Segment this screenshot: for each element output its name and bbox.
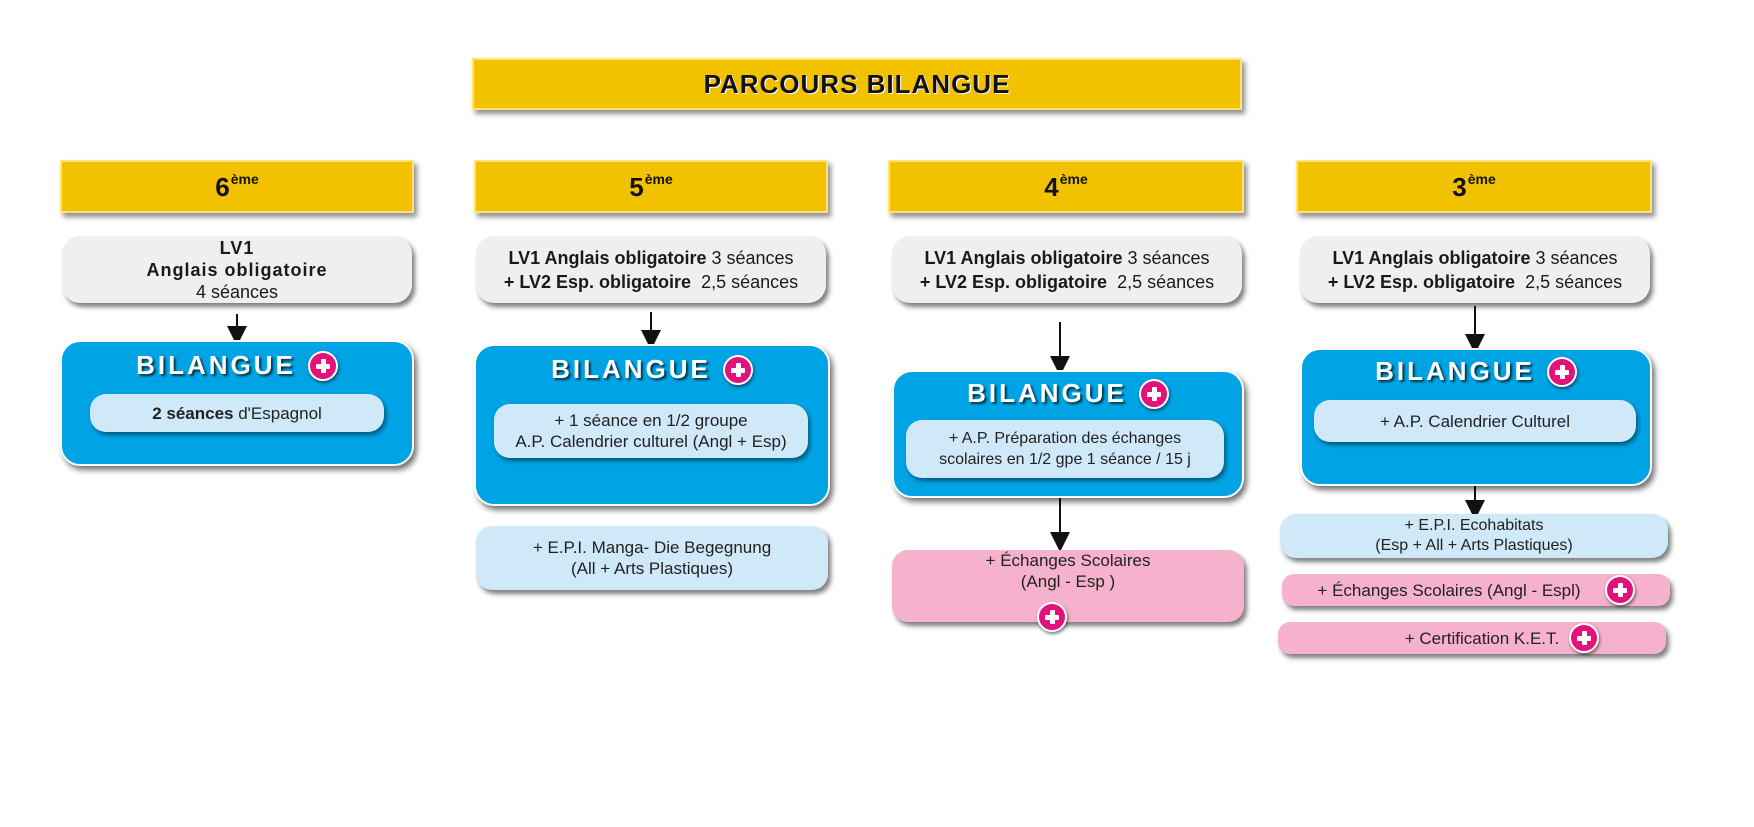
bilangue-box-3: BILANGUE + A.P. Calendrier Culturel [1300, 348, 1652, 486]
certification-line-1: + Certification K.E.T. [1404, 628, 1560, 648]
plus-icon [1604, 575, 1635, 605]
certification-box-3: + Certification K.E.T. [1278, 622, 1666, 654]
lv-box-5: LV1 Anglais obligatoire 3 séances + LV2 … [476, 236, 826, 303]
page-title-banner: PARCOURS BILANGUE [472, 58, 1242, 110]
detail-line-1: + A.P. Calendrier Culturel [1379, 411, 1571, 431]
grade-suffix: ème [230, 170, 259, 187]
grade-header-3: 3ème [1296, 160, 1652, 213]
bilangue-box-6: BILANGUE 2 séances d'Espagnol [60, 340, 414, 466]
detail-line-1: + 1 séance en 1/2 groupe [554, 411, 748, 430]
lv1-sessions: 3 séances [706, 247, 794, 268]
bilangue-box-5: BILANGUE + 1 séance en 1/2 groupe A.P. C… [474, 344, 830, 506]
bilangue-label: BILANGUE [551, 354, 711, 384]
lv-box-4: LV1 Anglais obligatoire 3 séances + LV2 … [892, 236, 1242, 303]
lv2-label: + LV2 Esp. obligatoire [503, 271, 692, 292]
lv-language: Anglais obligatoire [146, 259, 328, 280]
lv1-sessions: 3 séances [1530, 247, 1618, 268]
grade-header-4: 4ème [888, 160, 1244, 213]
lv-label: LV1 [219, 237, 255, 258]
epi-line-2: (Esp + All + Arts Plastiques) [1375, 537, 1573, 554]
echanges-line-2: (Angl - Esp ) [1020, 572, 1116, 591]
plus-icon [1569, 623, 1600, 653]
grade-number: 3 [1452, 171, 1467, 202]
epi-line-2: (All + Arts Plastiques) [570, 559, 734, 578]
detail-line-2: A.P. Calendrier culturel (Angl + Esp) [515, 432, 787, 451]
bilangue-detail-6: 2 séances d'Espagnol [90, 394, 384, 432]
epi-line-1: + E.P.I. Manga- Die Begegnung [532, 538, 772, 557]
grade-number: 4 [1044, 171, 1059, 202]
echanges-box-3: + Échanges Scolaires (Angl - Espl) [1282, 574, 1670, 606]
grade-header-5: 5ème [474, 160, 828, 213]
detail-line-2: scolaires en 1/2 gpe 1 séance / 15 j [939, 451, 1191, 468]
lv1-label: LV1 Anglais obligatoire [924, 247, 1123, 268]
bilangue-detail-4: + A.P. Préparation des échanges scolaire… [906, 420, 1224, 478]
echanges-box-4: + Échanges Scolaires (Angl - Esp ) [892, 550, 1244, 632]
grade-number: 5 [629, 171, 644, 202]
page-title: PARCOURS BILANGUE [703, 68, 1011, 99]
detail-text: d'Espagnol [233, 403, 322, 423]
lv1-label: LV1 Anglais obligatoire [508, 247, 707, 268]
grade-suffix: ème [644, 170, 673, 187]
echanges-line-1: + Échanges Scolaires (Angl - Espl) [1317, 580, 1581, 600]
lv2-sessions: 2,5 séances [691, 271, 799, 292]
epi-line-1: + E.P.I. Ecohabitats [1404, 517, 1544, 534]
bilangue-label: BILANGUE [1375, 356, 1535, 386]
bilangue-label: BILANGUE [136, 350, 296, 380]
plus-icon [1138, 378, 1169, 409]
epi-box-5: + E.P.I. Manga- Die Begegnung (All + Art… [476, 526, 828, 590]
bilangue-detail-5: + 1 séance en 1/2 groupe A.P. Calendrier… [494, 404, 808, 458]
bilangue-box-4: BILANGUE + A.P. Préparation des échanges… [892, 370, 1244, 498]
epi-box-3: + E.P.I. Ecohabitats (Esp + All + Arts P… [1280, 514, 1668, 558]
lv1-label: LV1 Anglais obligatoire [1332, 247, 1531, 268]
lv-box-3: LV1 Anglais obligatoire 3 séances + LV2 … [1300, 236, 1650, 303]
lv2-sessions: 2,5 séances [1107, 271, 1215, 292]
grade-suffix: ème [1059, 170, 1088, 187]
grade-header-6: 6ème [60, 160, 414, 213]
plus-icon [307, 350, 338, 381]
bilangue-detail-3: + A.P. Calendrier Culturel [1314, 400, 1636, 442]
lv-sessions: 4 séances [195, 281, 279, 302]
echanges-line-1: + Échanges Scolaires [985, 551, 1151, 570]
lv2-label: + LV2 Esp. obligatoire [1327, 271, 1516, 292]
detail-bold: 2 séances [152, 403, 234, 423]
lv-box-6: LV1 Anglais obligatoire 4 séances [62, 236, 412, 303]
plus-icon [1546, 356, 1577, 387]
lv1-sessions: 3 séances [1122, 247, 1210, 268]
plus-icon [1037, 602, 1067, 632]
lv2-sessions: 2,5 séances [1515, 271, 1623, 292]
lv2-label: + LV2 Esp. obligatoire [919, 271, 1108, 292]
detail-line-1: + A.P. Préparation des échanges [948, 430, 1182, 447]
grade-suffix: ème [1467, 170, 1496, 187]
grade-number: 6 [215, 171, 230, 202]
bilangue-label: BILANGUE [967, 378, 1127, 408]
plus-icon [722, 354, 753, 385]
